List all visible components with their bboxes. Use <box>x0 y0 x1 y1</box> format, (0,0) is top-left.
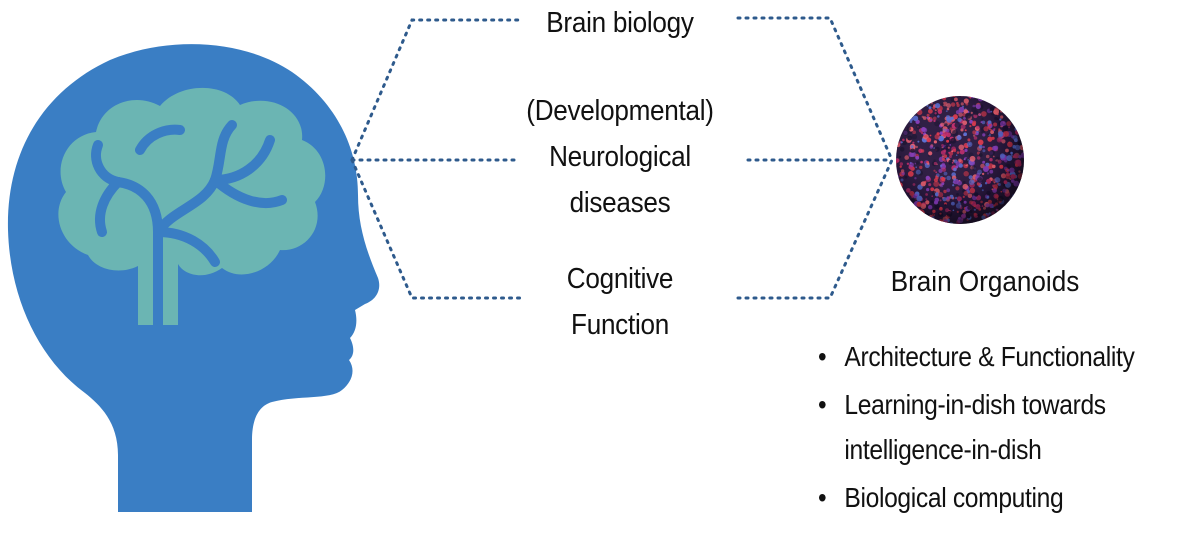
connector-right-bottom <box>736 158 894 300</box>
topic-cognitive-line-2: Function <box>571 309 669 341</box>
organoid-title: Brain Organoids <box>890 266 1080 298</box>
organoid-bullet-list: • Architecture & Functionality • Learnin… <box>818 334 1198 520</box>
brain-vessels <box>91 120 287 330</box>
topic-cognitive-function: Cognitive Function <box>512 256 728 348</box>
bullet-architecture-line: Architecture & Functionality <box>844 341 1135 372</box>
topic-neuro-line-1: (Developmental) <box>526 95 714 127</box>
organoid-icon <box>896 96 1024 224</box>
connector-right-top <box>736 16 894 162</box>
topic-neurological-diseases: (Developmental) Neurological diseases <box>494 88 746 226</box>
bullet-computing-line: Biological computing <box>844 482 1064 513</box>
bullet-glyph: • <box>818 482 827 513</box>
topic-neuro-line-2: Neurological <box>549 141 691 173</box>
bullet-item-computing: • Biological computing <box>818 475 1152 520</box>
topic-brain-biology-line: Brain biology <box>546 7 694 39</box>
connector-left-top <box>350 18 522 162</box>
topic-brain-biology: Brain biology <box>512 0 728 46</box>
bullet-glyph: • <box>818 341 827 372</box>
topic-neuro-line-3: diseases <box>569 187 671 219</box>
bullet-item-architecture: • Architecture & Functionality <box>818 334 1152 379</box>
bullet-learning-line-1: Learning-in-dish towards <box>844 389 1106 420</box>
connector-left-bottom <box>350 158 522 300</box>
topic-cognitive-line-1: Cognitive <box>566 263 674 295</box>
connector-lines <box>350 16 894 300</box>
bullet-learning-line-2: intelligence-in-dish <box>844 434 1042 465</box>
bullet-item-learning: • Learning-in-dish towards intelligence-… <box>818 382 1152 472</box>
bullet-glyph: • <box>818 389 827 420</box>
